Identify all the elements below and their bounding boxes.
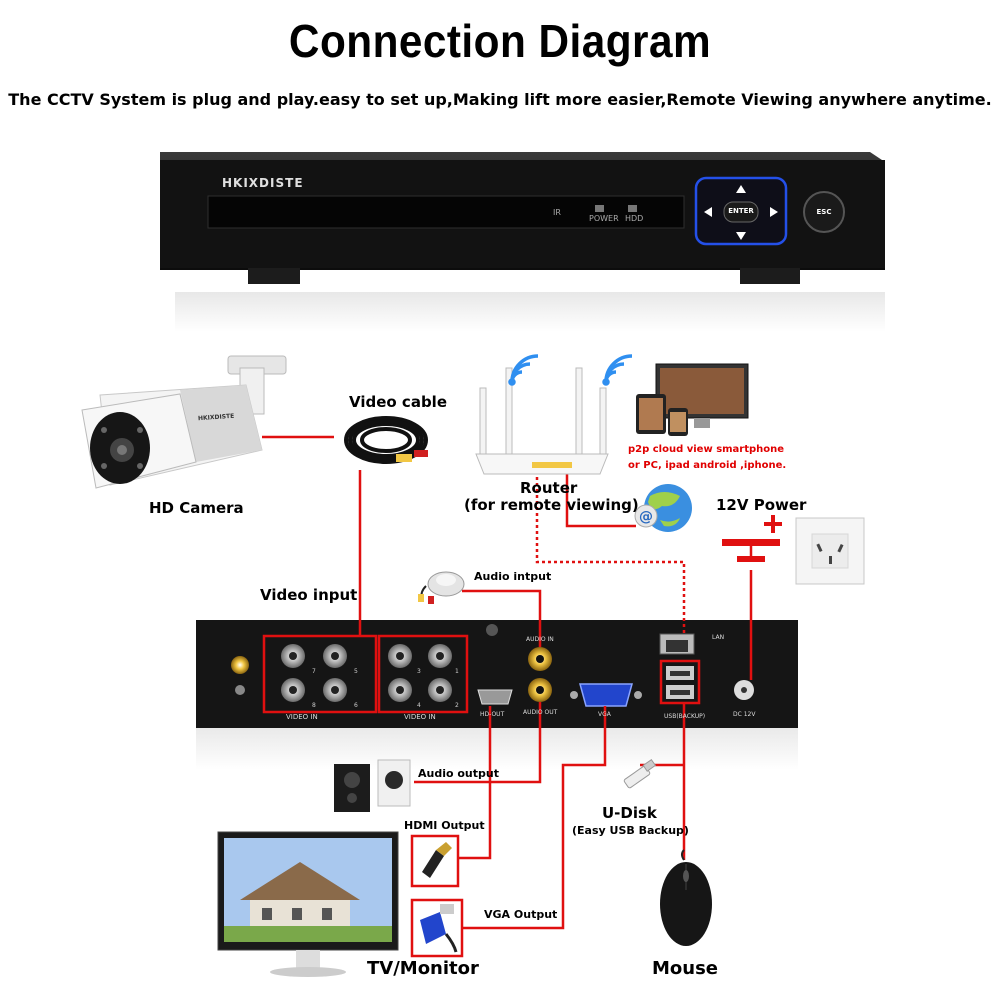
channel-number: 6 bbox=[354, 702, 358, 709]
video-in-group-right bbox=[377, 634, 469, 714]
mouse-device bbox=[660, 849, 712, 946]
right-arrow-icon bbox=[770, 207, 778, 217]
video-input-label: Video input bbox=[260, 586, 358, 604]
channel-number: 1 bbox=[455, 668, 459, 675]
channel-number: 8 bbox=[312, 702, 316, 709]
vga-port bbox=[579, 683, 633, 707]
internet-globe-icon: @ bbox=[634, 484, 692, 532]
dvr-brand-label: HKIXDISTE bbox=[222, 176, 304, 190]
p2p-line2-label: or PC, ipad android ,iphone. bbox=[628, 460, 787, 471]
channel-number: 4 bbox=[417, 702, 421, 709]
audio-out-port-label: AUDIO OUT bbox=[523, 709, 558, 716]
hd-camera bbox=[81, 355, 287, 489]
diagram-title: Connection Diagram bbox=[288, 15, 712, 67]
left-arrow-icon bbox=[704, 207, 712, 217]
tv-monitor-label: TV/Monitor bbox=[367, 958, 479, 979]
router-label: Router bbox=[520, 479, 578, 497]
hdmi-port-label: HD-OUT bbox=[480, 711, 505, 718]
power-symbol-icon bbox=[722, 515, 782, 562]
connection-lines bbox=[262, 435, 753, 930]
hdmi-cable-icon bbox=[422, 842, 452, 878]
hdmi-port bbox=[477, 689, 513, 705]
mouse-label: Mouse bbox=[652, 958, 719, 979]
video-in-label-left: VIDEO IN bbox=[286, 713, 318, 721]
speakers-device bbox=[334, 759, 411, 812]
video-in-label-right: VIDEO IN bbox=[404, 713, 436, 721]
up-arrow-icon bbox=[736, 185, 746, 193]
bnc-connectors bbox=[281, 644, 452, 702]
down-arrow-icon bbox=[736, 232, 746, 240]
vga-port-label: VGA bbox=[598, 711, 611, 718]
router-device bbox=[475, 354, 633, 475]
hdmi-output-label: HDMI Output bbox=[404, 819, 485, 832]
channel-number: 5 bbox=[354, 668, 358, 675]
wifi-icon-left bbox=[508, 354, 539, 386]
video-cable-coil bbox=[344, 416, 428, 464]
channel-number: 3 bbox=[417, 668, 421, 675]
diagram-subtitle: The CCTV System is plug and play.easy to… bbox=[8, 90, 992, 109]
vga-output-label: VGA Output bbox=[484, 908, 558, 921]
vga-cable-icon bbox=[420, 904, 458, 953]
router-to-lan-line bbox=[535, 465, 686, 634]
power-12v-label: 12V Power bbox=[716, 496, 807, 514]
p2p-line1-label: p2p cloud view smartphone bbox=[628, 444, 785, 455]
dvr-back-panel bbox=[196, 620, 798, 770]
dvr-enter-button: ENTER bbox=[728, 207, 754, 215]
usb-port-label: USB(BACKUP) bbox=[664, 713, 706, 720]
audio-out-line bbox=[414, 702, 542, 784]
dvr-esc-button: ESC bbox=[816, 208, 832, 216]
remote-devices bbox=[636, 363, 749, 436]
audio-output-label: Audio output bbox=[418, 767, 499, 780]
microphone-device bbox=[418, 571, 465, 604]
dvr-front-unit bbox=[160, 152, 885, 332]
audio-input-label: Audio intput bbox=[474, 570, 552, 583]
lan-port-label: LAN bbox=[712, 634, 725, 641]
usb-drive-icon bbox=[623, 758, 657, 789]
hd-camera-label: HD Camera bbox=[149, 499, 244, 517]
channel-number: 2 bbox=[455, 702, 459, 709]
usb-port-box bbox=[659, 659, 701, 705]
router-note-label: (for remote viewing) bbox=[464, 496, 639, 514]
video-cable-label: Video cable bbox=[349, 393, 447, 411]
wall-socket bbox=[795, 517, 865, 585]
video-in-group-left bbox=[262, 634, 378, 714]
esc-button-shape bbox=[803, 191, 845, 233]
hdmi-line bbox=[458, 706, 492, 860]
dvr-power-label: POWER bbox=[589, 214, 619, 223]
svg-text:@: @ bbox=[639, 509, 653, 525]
audio-in-line bbox=[462, 589, 542, 647]
ground-screw bbox=[231, 656, 249, 674]
udisk-note-label: (Easy USB Backup) bbox=[572, 824, 689, 837]
udisk-label: U-Disk bbox=[602, 804, 657, 822]
vga-line bbox=[462, 706, 607, 930]
audio-in-port-label: AUDIO IN bbox=[526, 636, 554, 643]
router-to-cloud-line bbox=[565, 465, 636, 528]
channel-number: 7 bbox=[312, 668, 316, 675]
tv-monitor bbox=[217, 831, 399, 977]
dc-port-label: DC 12V bbox=[733, 711, 756, 718]
wifi-icon-right bbox=[602, 354, 633, 386]
dvr-ir-label: IR bbox=[553, 208, 561, 217]
dvr-hdd-label: HDD bbox=[625, 214, 644, 223]
